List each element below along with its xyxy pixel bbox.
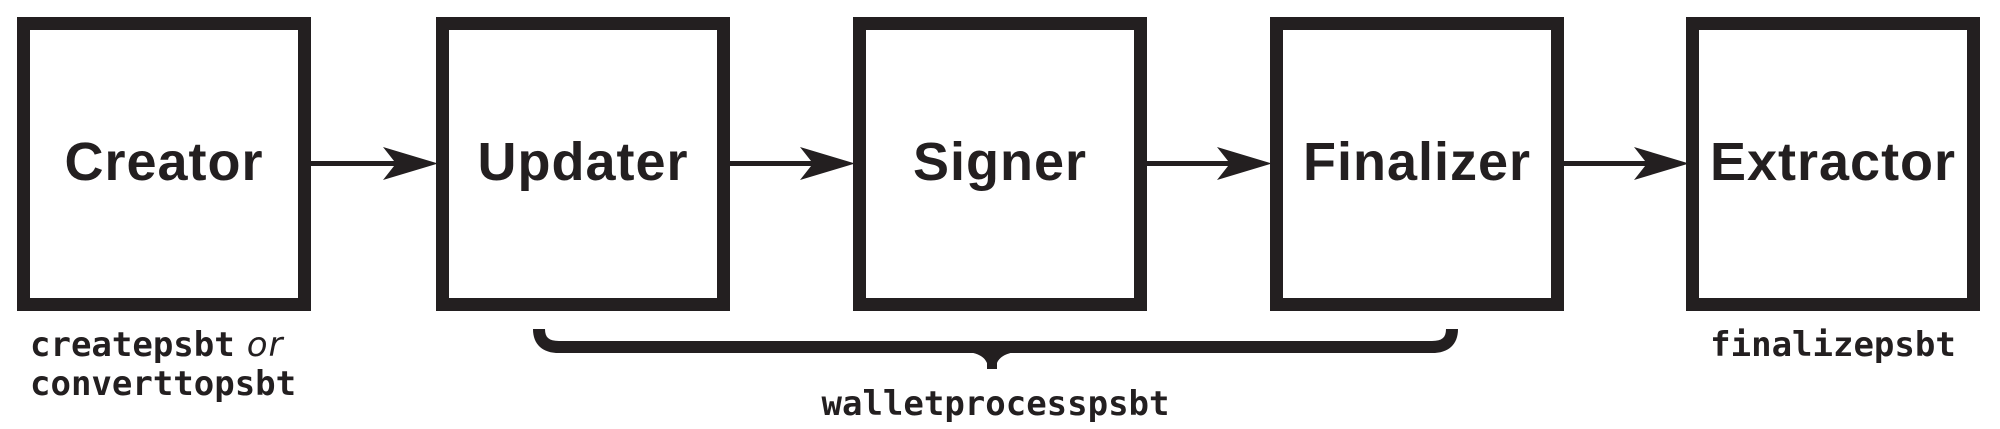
arrow-right-icon	[310, 147, 438, 180]
stage-label-creator: Creator	[64, 132, 264, 192]
stage-label-updater: Updater	[477, 132, 689, 192]
stage-box-updater: Updater	[436, 17, 730, 311]
caption-creator-commands: createpsbt or converttopsbt	[30, 326, 296, 404]
caption-walletprocesspsbt: walletprocesspsbt	[821, 384, 1170, 424]
caption-code-createpsbt: createpsbt	[30, 325, 235, 365]
stage-box-finalizer: Finalizer	[1270, 17, 1564, 311]
stage-box-creator: Creator	[17, 17, 311, 311]
caption-conjunction-or: or	[246, 325, 284, 365]
arrow-right-icon	[729, 147, 855, 180]
stage-label-finalizer: Finalizer	[1302, 132, 1532, 192]
stage-label-signer: Signer	[912, 132, 1088, 192]
caption-finalizepsbt: finalizepsbt	[1710, 325, 1956, 365]
stage-box-extractor: Extractor	[1686, 17, 1980, 311]
stage-label-extractor: Extractor	[1709, 132, 1957, 192]
caption-creator-line1: createpsbt or	[30, 326, 296, 365]
caption-code-converttopsbt: converttopsbt	[30, 364, 297, 404]
arrow-right-icon	[1563, 147, 1689, 180]
stage-box-signer: Signer	[853, 17, 1147, 311]
arrow-right-icon	[1146, 147, 1272, 180]
underbrace-icon	[533, 328, 1458, 369]
